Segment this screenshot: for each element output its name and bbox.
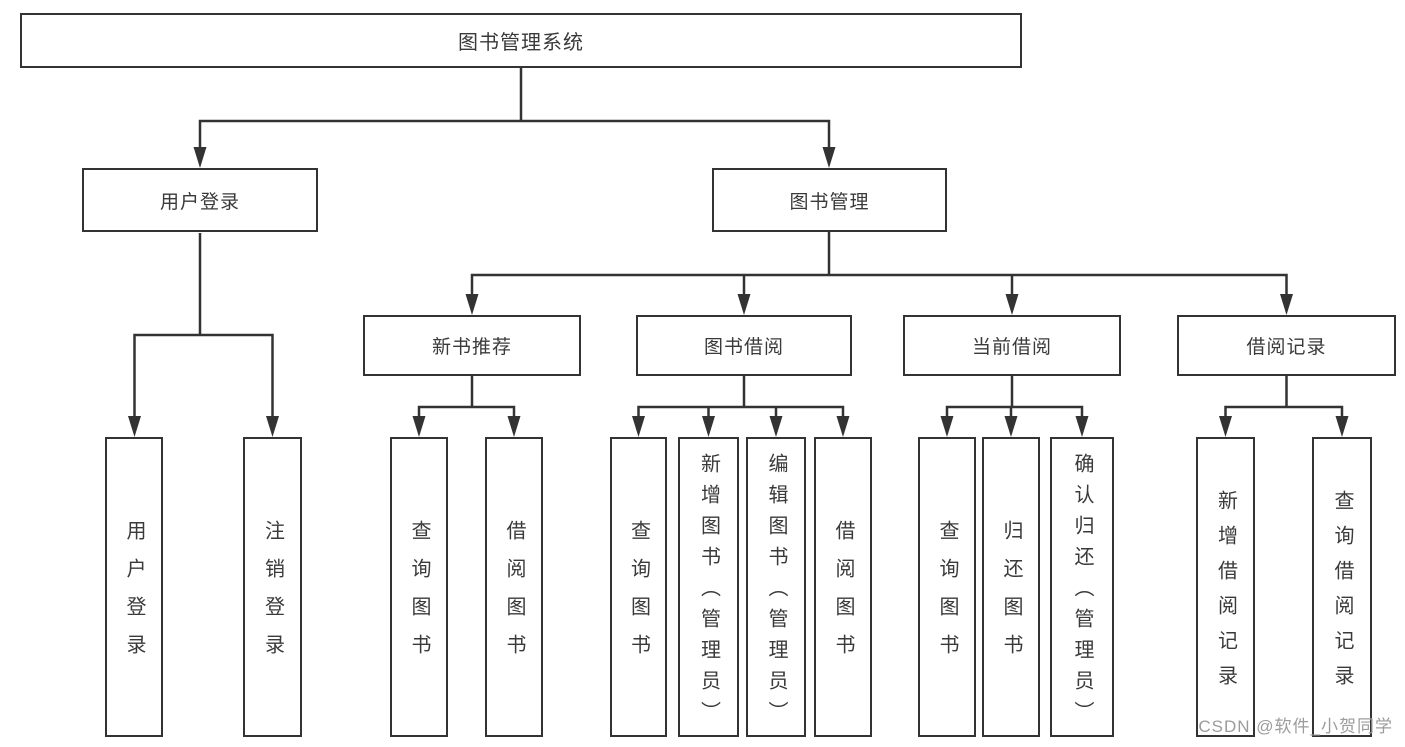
arrowhead-icon xyxy=(1335,416,1349,437)
leaf-borrow-books-label: 借阅图书 xyxy=(832,520,854,672)
node-book-management: 图书管理 xyxy=(712,168,947,232)
node-book-borrow-label: 图书借阅 xyxy=(703,337,784,358)
arrowhead-icon xyxy=(940,416,954,437)
leaf-edit-books-admin-label: 编辑图书（管理员） xyxy=(765,453,787,732)
leaf-borrow-books-recommend: 借阅图书 xyxy=(485,437,543,737)
leaf-query-books-borrow: 查询图书 xyxy=(610,437,667,737)
arrowhead-icon xyxy=(769,416,783,437)
arrowhead-icon xyxy=(1075,416,1089,437)
node-book-borrow: 图书借阅 xyxy=(636,315,852,376)
leaf-add-borrow-record: 新增借阅记录 xyxy=(1196,437,1255,737)
arrowhead-icon xyxy=(1280,294,1293,315)
connectors-current-borrow xyxy=(940,376,1089,437)
connectors-user-login xyxy=(128,233,279,437)
leaf-confirm-return-admin: 确认归还（管理员） xyxy=(1050,437,1114,737)
arrowhead-icon xyxy=(836,416,850,437)
leaf-return-books-label: 归还图书 xyxy=(1000,520,1022,672)
leaf-borrow-books-recommend-label: 借阅图书 xyxy=(503,520,525,672)
leaf-add-borrow-record-label: 新增借阅记录 xyxy=(1214,489,1237,700)
arrowhead-icon xyxy=(1004,416,1018,437)
arrowhead-icon xyxy=(507,416,521,437)
arrowhead-icon xyxy=(737,294,751,315)
leaf-query-books-recommend-label: 查询图书 xyxy=(408,520,430,672)
leaf-query-books-current-label: 查询图书 xyxy=(936,520,958,672)
node-user-login: 用户登录 xyxy=(82,168,318,232)
connectors-new-book-recommend xyxy=(412,376,521,437)
leaf-borrow-books: 借阅图书 xyxy=(814,437,872,737)
arrowhead-icon xyxy=(412,416,426,437)
leaf-add-books-admin: 新增图书（管理员） xyxy=(678,437,739,737)
arrowhead-icon xyxy=(702,416,715,437)
connectors-root xyxy=(193,68,836,168)
arrowhead-icon xyxy=(465,294,479,315)
node-borrow-records-label: 借阅记录 xyxy=(1246,337,1327,358)
arrowhead-icon xyxy=(822,147,836,168)
node-current-borrow: 当前借阅 xyxy=(903,315,1121,376)
node-new-book-recommend: 新书推荐 xyxy=(363,315,581,376)
node-root-system: 图书管理系统 xyxy=(20,13,1022,68)
leaf-query-books-current: 查询图书 xyxy=(918,437,976,737)
node-user-login-label: 用户登录 xyxy=(159,191,240,213)
leaf-logout: 注销登录 xyxy=(243,437,302,737)
arrowhead-icon xyxy=(266,416,279,437)
leaf-logout-label: 注销登录 xyxy=(261,520,284,672)
leaf-query-borrow-record: 查询借阅记录 xyxy=(1312,437,1372,737)
node-root-label: 图书管理系统 xyxy=(458,32,584,54)
arrowhead-icon xyxy=(1219,416,1232,437)
node-book-management-label: 图书管理 xyxy=(789,191,870,213)
leaf-edit-books-admin: 编辑图书（管理员） xyxy=(746,437,806,737)
leaf-query-borrow-record-label: 查询借阅记录 xyxy=(1331,489,1353,700)
leaf-add-books-admin-label: 新增图书（管理员） xyxy=(697,453,720,732)
leaf-confirm-return-admin-label: 确认归还（管理员） xyxy=(1071,453,1093,732)
node-borrow-records: 借阅记录 xyxy=(1177,315,1396,376)
connectors-borrow-records xyxy=(1219,376,1349,437)
arrowhead-icon xyxy=(128,416,141,437)
connectors-book-borrow xyxy=(632,376,850,437)
leaf-user-login-label: 用户登录 xyxy=(123,520,145,672)
arrowhead-icon xyxy=(632,416,645,437)
arrowhead-icon xyxy=(193,147,207,168)
connectors-book-management xyxy=(465,232,1293,315)
arrowhead-icon xyxy=(1005,294,1019,315)
node-new-book-recommend-label: 新书推荐 xyxy=(431,337,512,358)
leaf-user-login: 用户登录 xyxy=(105,437,163,737)
node-current-borrow-label: 当前借阅 xyxy=(971,337,1052,358)
leaf-query-books-borrow-label: 查询图书 xyxy=(627,520,650,672)
leaf-return-books: 归还图书 xyxy=(982,437,1040,737)
leaf-query-books-recommend: 查询图书 xyxy=(390,437,448,737)
